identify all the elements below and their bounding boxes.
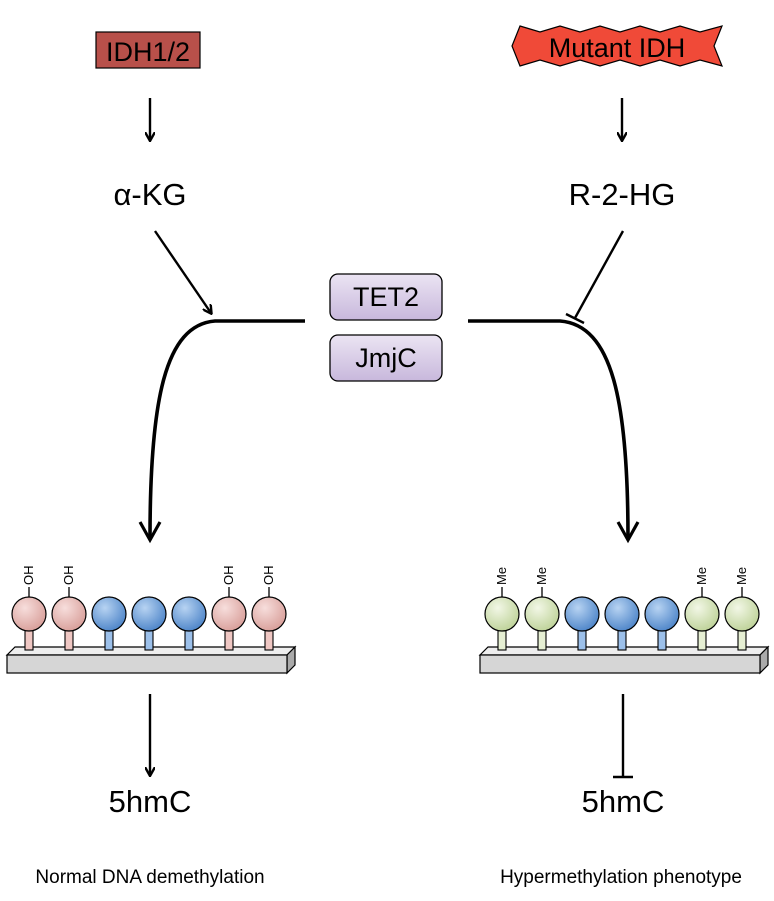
- modified-cytosine: [51, 596, 87, 632]
- unmodified-nucleotide: [644, 596, 680, 632]
- unmodified-nucleotide: [604, 596, 640, 632]
- alpha-kg-label: α-KG: [113, 177, 186, 212]
- right-5hmc-label: 5hmC: [582, 784, 665, 819]
- modified-cytosine: [524, 596, 560, 632]
- modified-cytosine: [484, 596, 520, 632]
- inhibition-bar: [565, 312, 585, 325]
- unmodified-nucleotide: [171, 596, 207, 632]
- mark-label: OH: [221, 566, 236, 586]
- modified-cytosine: [11, 596, 47, 632]
- modified-cytosine: [211, 596, 247, 632]
- unmodified-nucleotide: [564, 596, 600, 632]
- left-5hmc-label: 5hmC: [109, 784, 192, 819]
- left-curve-arrowhead: [138, 521, 162, 544]
- right-dna-strand: Me Me Me Me: [478, 567, 770, 675]
- right-curve-arrowhead: [616, 521, 640, 544]
- left-dna-strand: OH OH OH OH: [5, 566, 297, 675]
- mark-label: OH: [261, 566, 276, 586]
- mark-label: OH: [61, 566, 76, 586]
- tet2-label: TET2: [353, 282, 419, 312]
- left-pathway-curve: [148, 319, 305, 539]
- dna-backbone: [6, 654, 288, 674]
- unmodified-nucleotide: [91, 596, 127, 632]
- modified-cytosine: [684, 596, 720, 632]
- mutant-idh-label: Mutant IDH: [549, 33, 686, 63]
- unmodified-nucleotide: [131, 596, 167, 632]
- mark-label: Me: [534, 567, 549, 585]
- mark-label: OH: [21, 566, 36, 586]
- right-caption: Hypermethylation phenotype: [500, 867, 742, 888]
- r2hg-label: R-2-HG: [569, 177, 676, 212]
- mark-label: Me: [694, 567, 709, 585]
- modified-cytosine: [724, 596, 760, 632]
- jmjc-label: JmjC: [355, 343, 417, 373]
- inhibition-r2hg: [573, 230, 625, 319]
- jmjc-box: [329, 334, 443, 382]
- modified-cytosine: [251, 596, 287, 632]
- right-pathway-curve: [468, 319, 630, 539]
- arrow-akg-activates: [154, 230, 211, 313]
- idh12-box: [95, 31, 201, 69]
- mutant-idh-star: [511, 25, 724, 67]
- mark-label: Me: [494, 567, 509, 585]
- mark-label: Me: [734, 567, 749, 585]
- idh12-label: IDH1/2: [106, 37, 190, 67]
- dna-backbone: [479, 654, 761, 674]
- tet2-box: [329, 273, 443, 321]
- left-caption: Normal DNA demethylation: [35, 867, 264, 888]
